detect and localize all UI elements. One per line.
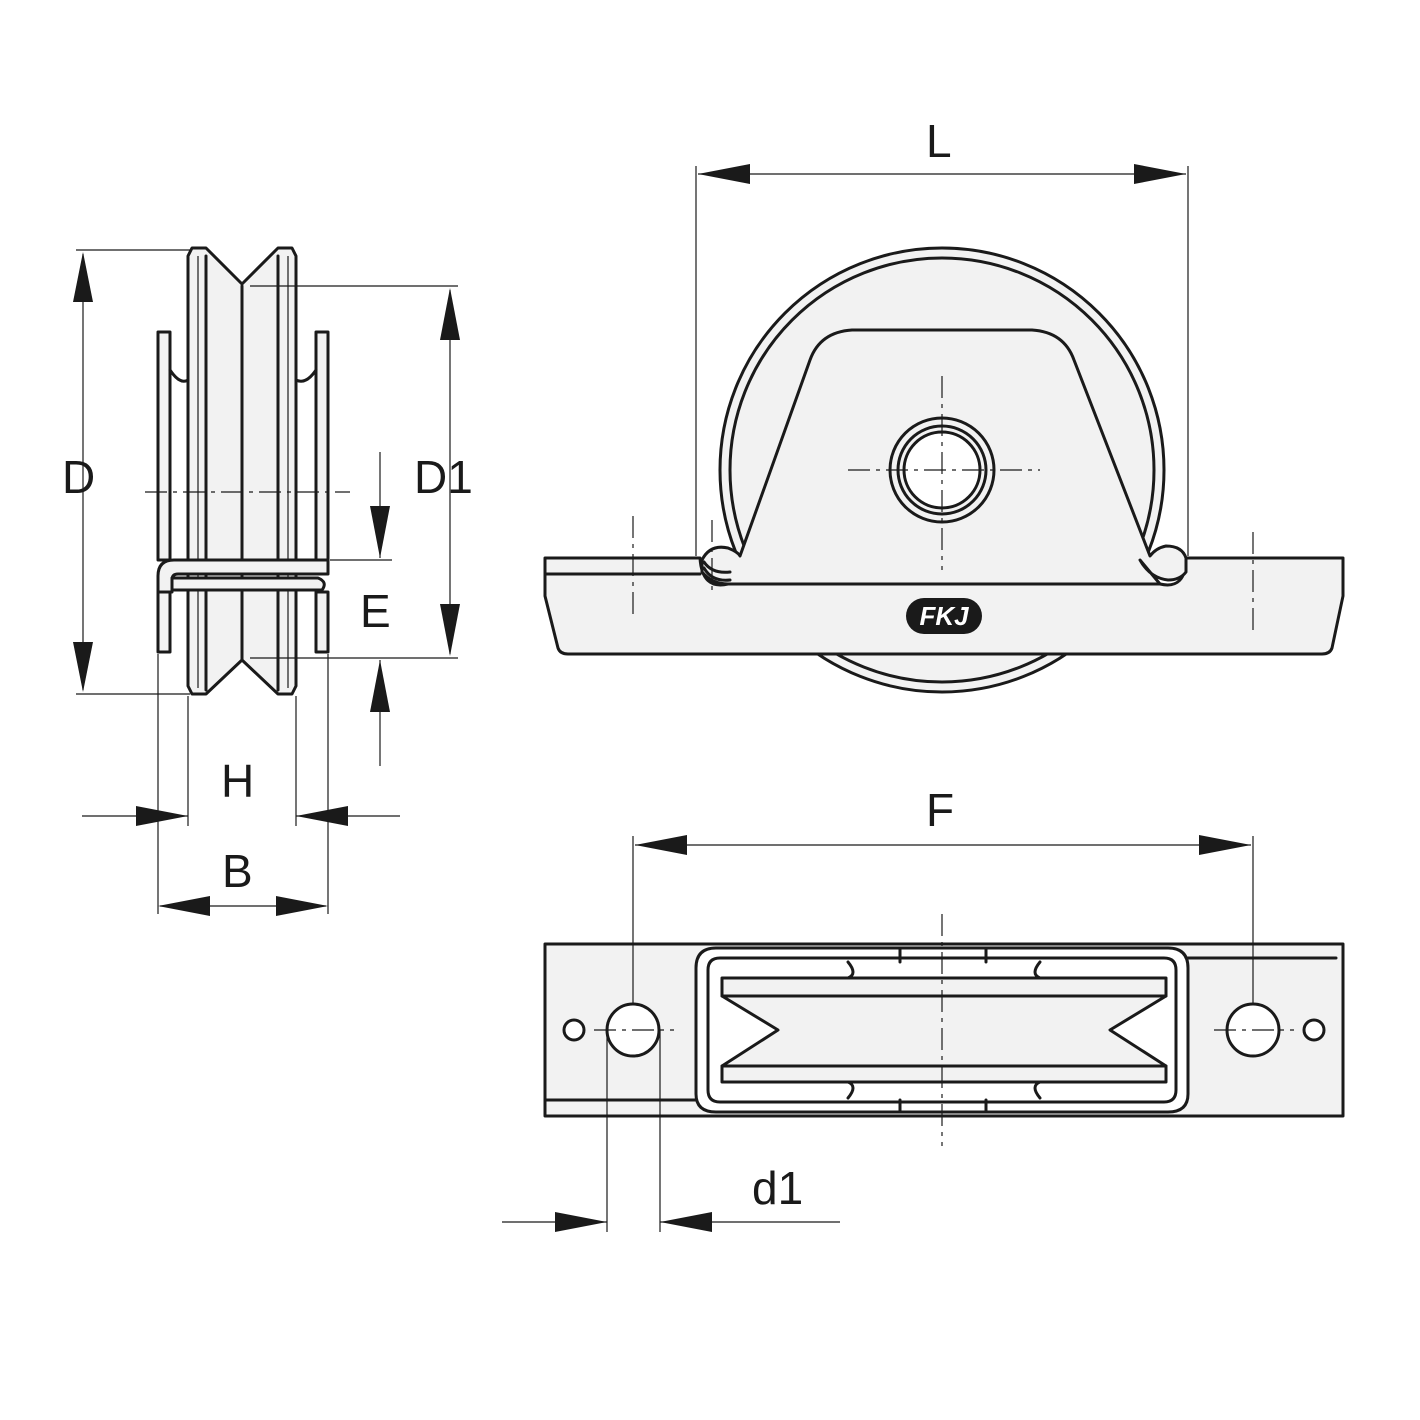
dim-label-l: L — [926, 115, 952, 167]
pin-hole-left — [562, 1018, 586, 1042]
brand-logo-icon: FKJ — [906, 598, 982, 634]
dim-label-d1: D1 — [414, 451, 473, 503]
front-view: FKJ L — [543, 115, 1345, 694]
brand-logo-text: FKJ — [919, 601, 969, 631]
dim-label-d: D — [62, 451, 95, 503]
dim-label-h: H — [221, 755, 254, 807]
top-wheel — [720, 976, 1168, 1084]
dim-label-d1-hole: d1 — [752, 1162, 803, 1214]
dim-label-b: B — [222, 845, 253, 897]
dim-label-e: E — [360, 585, 391, 637]
dim-label-f: F — [926, 784, 954, 836]
pin-hole-right — [1302, 1018, 1326, 1042]
top-view: F d1 — [502, 784, 1345, 1232]
side-view: D D1 E H B — [62, 246, 473, 916]
